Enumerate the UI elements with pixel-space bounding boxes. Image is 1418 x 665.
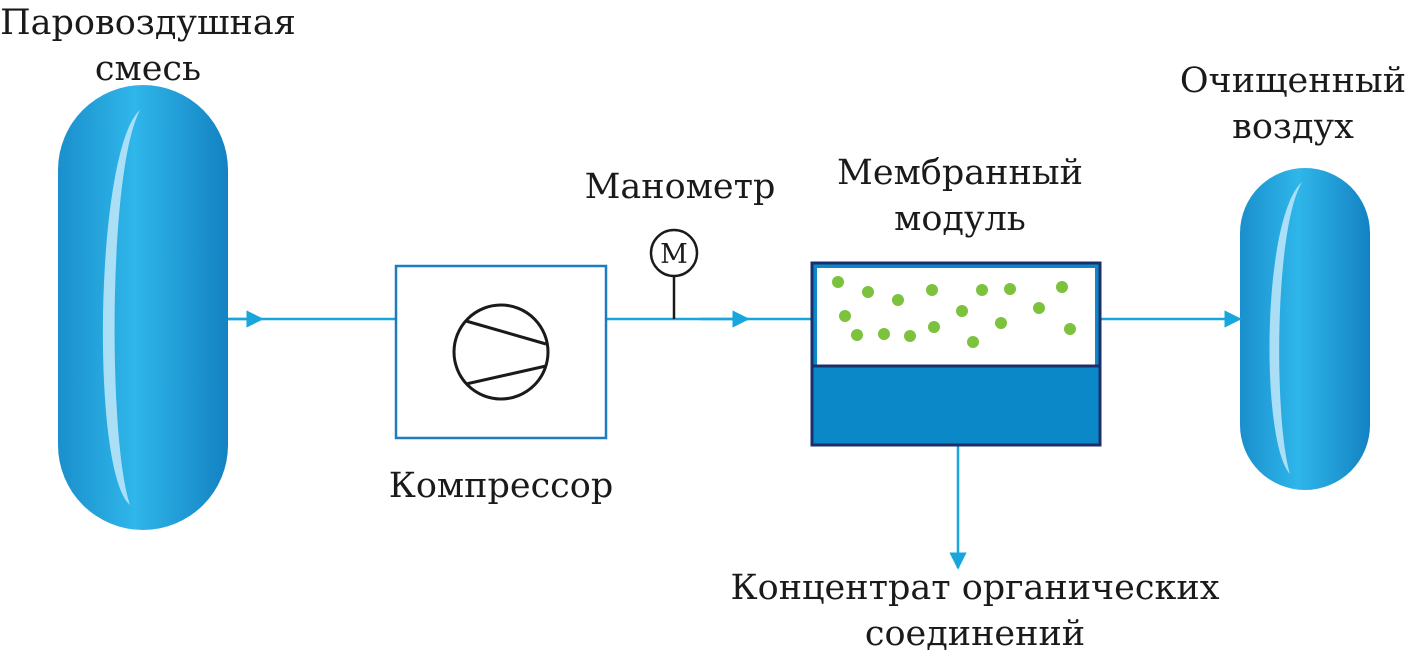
membrane-particle [976, 284, 988, 296]
membrane-module [810, 261, 1102, 447]
membrane-particle [1064, 323, 1076, 335]
membrane-particle [928, 321, 940, 333]
compressor [394, 264, 608, 440]
clean-air-tank [1240, 168, 1370, 490]
label-clean-air: Очищенный воздух [1168, 58, 1418, 150]
label-manometer: Манометр [584, 167, 776, 207]
label-clean-air-line2: воздух [1232, 107, 1354, 147]
label-compressor: Компрессор [388, 466, 614, 506]
label-membrane-line2: модуль [894, 199, 1026, 239]
membrane-particles [832, 276, 1076, 348]
label-concentrate-line1: Концентрат органических [730, 568, 1220, 608]
membrane-particle [967, 336, 979, 348]
membrane-particle [1004, 283, 1016, 295]
membrane-particle [926, 284, 938, 296]
membrane-particle [862, 286, 874, 298]
manometer-gauge-icon [649, 228, 699, 278]
compressor-icon [452, 303, 550, 401]
membrane-particle [956, 305, 968, 317]
membrane-particle [1033, 302, 1045, 314]
source-tank [58, 85, 228, 530]
membrane-particle [995, 317, 1007, 329]
membrane-particle [851, 329, 863, 341]
label-concentrate-line2: соединений [864, 614, 1086, 654]
label-source-line2: смесь [94, 49, 202, 89]
membrane-particle [904, 330, 916, 342]
label-membrane: Мембранный модуль [800, 150, 1120, 242]
label-source: Паровоздушная смесь [0, 0, 296, 92]
label-membrane-line1: Мембранный [837, 153, 1083, 193]
label-clean-air-line1: Очищенный [1179, 61, 1407, 101]
membrane-particle [878, 328, 890, 340]
manometer-symbol: М [660, 239, 688, 270]
manometer: М [649, 228, 699, 319]
label-concentrate: Концентрат органических соединений [700, 565, 1250, 657]
membrane-particle [892, 294, 904, 306]
membrane-particle [839, 310, 851, 322]
membrane-particle [1056, 281, 1068, 293]
label-source-line1: Паровоздушная [0, 3, 296, 43]
membrane-particle [832, 276, 844, 288]
